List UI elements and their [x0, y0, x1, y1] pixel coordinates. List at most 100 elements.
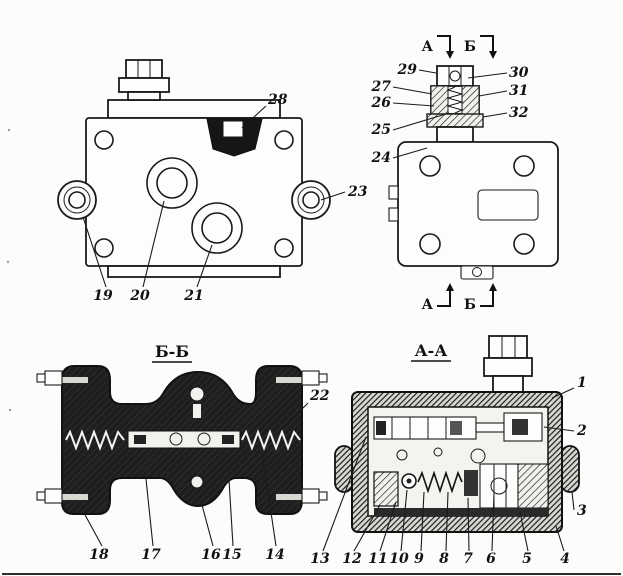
section-mark-a-top: А: [422, 39, 434, 55]
callout-9: 9: [414, 551, 424, 567]
cap-nut: [436, 65, 474, 87]
section-mark-b-top: Б: [464, 39, 476, 55]
leader-line: [392, 102, 435, 107]
end-plug-core: [512, 419, 528, 435]
housing-wall-hatch: [430, 85, 449, 115]
valve-spring: [446, 86, 464, 114]
leader-line: [491, 493, 495, 552]
lower-plug: [479, 463, 519, 509]
leader-line: [320, 191, 346, 201]
cut-plane-mark: [480, 289, 494, 307]
cut-plane-mark: [437, 289, 451, 307]
bottom-tab: [460, 265, 494, 280]
bolt-shaft: [276, 494, 302, 500]
leader-line: [392, 86, 433, 95]
leader-line: [445, 491, 449, 552]
leader-line: [478, 90, 508, 97]
leader-line: [82, 216, 107, 288]
callout-8: 8: [439, 551, 449, 567]
leader-line: [261, 451, 277, 547]
spring-seat: [464, 470, 478, 496]
callout-32: 32: [509, 105, 529, 121]
leader-line: [519, 511, 529, 552]
callout-12: 12: [342, 551, 362, 567]
leader-line: [555, 525, 565, 552]
bolt-hole: [94, 238, 114, 258]
fitting-neck: [492, 375, 524, 393]
top-port: [189, 386, 205, 402]
side-boss: [477, 189, 539, 221]
section-aa-title: А-А: [415, 341, 448, 360]
spool-hole: [197, 432, 211, 446]
side-fastener: [388, 185, 399, 200]
fitting-neck: [127, 91, 161, 101]
bolt-tip: [318, 373, 328, 383]
callout-10: 10: [389, 551, 409, 567]
bolt-head: [44, 370, 63, 386]
side-fastener: [388, 207, 399, 222]
leader-line: [379, 501, 397, 552]
leader-line: [241, 105, 267, 129]
callout-16: 16: [201, 547, 221, 563]
bolt-hole: [513, 233, 535, 255]
fitting-neck: [436, 126, 474, 143]
passage-hole: [470, 448, 486, 464]
leader-line: [420, 491, 425, 552]
front-view: 28 23 19 20 21: [57, 59, 368, 304]
callout-28: 28: [267, 92, 288, 108]
check-spring: [417, 470, 463, 494]
port-hole-upper: [156, 167, 188, 199]
top-port-slot: [193, 404, 201, 418]
housing-wall-hatch: [461, 85, 480, 115]
bolt-hole: [274, 238, 294, 258]
side-view: А Б А Б 29: [371, 35, 559, 313]
notch-slot: [222, 120, 244, 138]
leader-line: [353, 504, 381, 552]
plug-hole: [490, 477, 508, 495]
callout-19: 19: [93, 288, 113, 304]
section-mark-a-bottom: А: [422, 297, 434, 313]
valve-body-front: [85, 117, 303, 267]
bolt-head: [44, 488, 63, 504]
cut-plane-mark: [480, 35, 494, 53]
leader-line: [543, 426, 575, 432]
callout-31: 31: [509, 83, 528, 99]
callout-21: 21: [183, 288, 203, 304]
callout-5: 5: [522, 551, 532, 567]
bottom-channel: [374, 508, 548, 516]
leader-line: [551, 387, 575, 399]
passage-hole: [433, 447, 443, 457]
leader-line: [142, 200, 165, 288]
wall-insert-hatch: [517, 463, 549, 509]
bolt-shaft: [62, 377, 88, 383]
leader-line: [467, 497, 470, 552]
bottom-port: [190, 475, 204, 489]
ear-hole-left: [68, 191, 86, 209]
callout-2: 2: [576, 423, 587, 439]
callout-29: 29: [397, 62, 418, 78]
section-bb-view: Б-Б 22 18 17 16: [36, 342, 330, 563]
leader-line: [196, 244, 213, 288]
ear-hole-right: [302, 191, 320, 209]
return-spring-left: [65, 429, 125, 451]
port-ring-upper: [146, 157, 198, 209]
cut-arrow: [446, 283, 454, 291]
callout-15: 15: [222, 547, 241, 563]
guide-block: [373, 471, 399, 507]
tab-hole: [472, 267, 482, 277]
section-bb-title: Б-Б: [155, 342, 189, 361]
callout-23: 23: [347, 184, 368, 200]
callout-13: 13: [310, 551, 330, 567]
callout-26: 26: [371, 95, 392, 111]
leader-line: [392, 147, 428, 159]
ear-ring-left: [63, 186, 91, 214]
fitting-flange: [426, 113, 484, 128]
bolt-head: [301, 488, 320, 504]
cut-arrow: [489, 283, 497, 291]
valve-spool: [127, 430, 241, 449]
spool-land: [376, 421, 386, 435]
fitting-cap: [488, 335, 528, 359]
leader-line: [467, 72, 508, 79]
port-hole-lower: [201, 212, 233, 244]
callout-18: 18: [89, 547, 109, 563]
